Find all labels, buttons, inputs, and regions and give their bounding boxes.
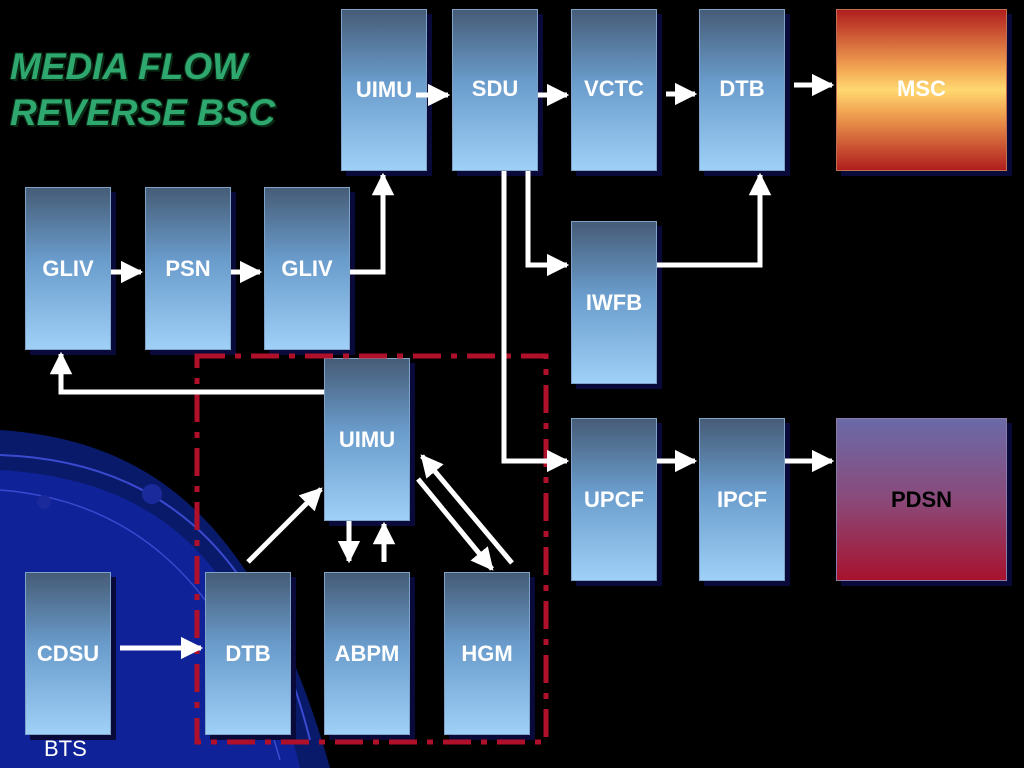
block-uimu-top: UIMU bbox=[341, 9, 427, 171]
block-abpm: ABPM bbox=[324, 572, 410, 735]
title-line-1: MEDIA FLOW bbox=[10, 46, 248, 87]
block-vctc: VCTC bbox=[571, 9, 657, 171]
block-label: UIMU bbox=[355, 77, 413, 102]
block-cdsu: CDSU bbox=[25, 572, 111, 735]
block-dtb-bottom: DTB bbox=[205, 572, 291, 735]
block-label: PDSN bbox=[890, 486, 953, 512]
block-gliv-right: GLIV bbox=[264, 187, 350, 350]
block-label: ABPM bbox=[334, 640, 400, 666]
block-psn: PSN bbox=[145, 187, 231, 350]
block-label: PSN bbox=[165, 255, 211, 281]
block-label: MSC bbox=[897, 76, 946, 101]
block-label: DTB bbox=[719, 76, 765, 101]
block-uimu-mid: UIMU bbox=[324, 358, 410, 521]
block-sdu: SDU bbox=[452, 9, 538, 171]
block-label: HGM bbox=[461, 640, 513, 666]
block-label: DTB bbox=[225, 640, 271, 666]
title-line-2: REVERSE BSC bbox=[10, 92, 276, 133]
block-label: IWFB bbox=[585, 289, 643, 315]
block-pdsn: PDSN bbox=[836, 418, 1007, 581]
block-iwfb: IWFB bbox=[571, 221, 657, 384]
block-dtb-top: DTB bbox=[699, 9, 785, 171]
bts-label: BTS bbox=[44, 736, 87, 761]
block-hgm: HGM bbox=[444, 572, 530, 735]
block-label: UPCF bbox=[584, 486, 644, 512]
block-label: CDSU bbox=[36, 640, 100, 666]
block-ipcf: IPCF bbox=[699, 418, 785, 581]
block-label: GLIV bbox=[42, 255, 94, 281]
block-upcf: UPCF bbox=[571, 418, 657, 581]
block-label: VCTC bbox=[584, 76, 644, 101]
block-label: UIMU bbox=[338, 426, 396, 452]
block-label: SDU bbox=[471, 76, 519, 101]
slide-title: MEDIA FLOW REVERSE BSC bbox=[10, 44, 275, 136]
block-label: GLIV bbox=[281, 255, 333, 281]
block-gliv-left: GLIV bbox=[25, 187, 111, 350]
block-label: IPCF bbox=[716, 486, 768, 512]
block-msc: MSC bbox=[836, 9, 1007, 171]
